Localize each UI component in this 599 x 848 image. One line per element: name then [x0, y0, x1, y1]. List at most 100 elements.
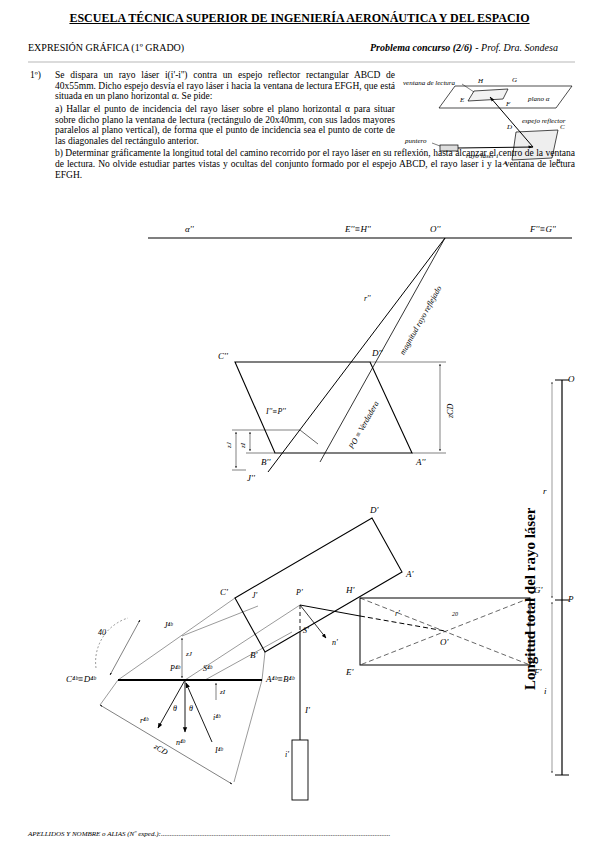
- drawing-stroke: [182, 606, 258, 636]
- drawing-stroke: [185, 605, 300, 680]
- drawing-label: H': [346, 585, 354, 595]
- drawing-stroke: [552, 602, 553, 773]
- drawing-stroke: [320, 238, 445, 462]
- length-scale: [552, 380, 569, 775]
- drawing-label: E''≡H'': [345, 224, 371, 234]
- drawing-stroke: [216, 683, 217, 700]
- drawing-label: plano α: [528, 95, 549, 103]
- drawing-label: r⁴ᵇ: [140, 716, 148, 725]
- drawing-label: n': [332, 638, 338, 647]
- drawing-label: r: [543, 486, 547, 496]
- drawing-label: I''≡P'': [266, 407, 286, 416]
- drawing-stroke: [118, 679, 262, 681]
- drawing-label: J': [252, 591, 257, 600]
- drawing-stroke: [182, 638, 183, 678]
- drawing-stroke: [235, 518, 402, 652]
- drawing-stroke: [468, 89, 508, 101]
- drawing-stroke: [360, 616, 445, 631]
- name-field: APELLIDOS Y NOMBRE o ALIAS (Nº exped.):.…: [28, 830, 390, 838]
- drawing-label: G: [512, 76, 517, 84]
- drawing-stroke: [300, 430, 318, 444]
- drawing-stroke: [412, 453, 446, 454]
- drawing-label: C⁴ᵇ≡D⁴ᵇ: [66, 674, 96, 684]
- drawing-label: S': [303, 626, 309, 635]
- drawing-label: B': [250, 650, 257, 660]
- drawing-stroke: [148, 237, 572, 238]
- drawing-label: zI: [220, 688, 225, 696]
- drawing-stroke: [158, 680, 185, 728]
- front-view: [148, 238, 572, 472]
- drawing-label: B: [556, 157, 560, 165]
- drawing-label: magnitud rayo reflejado: [398, 284, 444, 356]
- drawing-label: α'': [185, 224, 194, 234]
- drawing-label: J'': [247, 473, 255, 483]
- header-rule: [28, 62, 575, 63]
- drawing-stroke: [458, 147, 533, 148]
- drawing-stroke: [440, 364, 441, 451]
- drawing-stroke: [300, 605, 326, 638]
- drawing-label: H: [478, 77, 483, 85]
- drawing-label: C'': [218, 351, 228, 361]
- drawing-label: espejo reflector: [522, 117, 565, 125]
- drawing-stroke: [300, 605, 360, 616]
- drawing-stroke: [360, 598, 530, 665]
- drawing-stroke: [360, 598, 530, 665]
- drawing-label: i': [285, 750, 289, 759]
- statement-text: Se dispara un rayo láser i(i'-i'') contr…: [55, 70, 395, 102]
- drawing-stroke: [555, 775, 569, 776]
- drawing-label: θ: [189, 704, 193, 713]
- drawing-label: 20: [452, 611, 458, 618]
- drawing-label: E': [346, 667, 353, 677]
- drawing-stroke: [185, 680, 186, 732]
- drawing-stroke: [246, 453, 275, 454]
- drawing-label: E: [460, 96, 464, 104]
- drawing-stroke: [370, 362, 446, 363]
- drawing-stroke: [555, 600, 569, 601]
- drawing-stroke: [292, 740, 308, 800]
- drawing-stroke: [268, 238, 445, 472]
- drawing-stroke: [205, 632, 292, 680]
- drawing-label: θ: [173, 704, 177, 713]
- drawing-stroke: [235, 362, 412, 453]
- drawing-label: puntero: [405, 137, 427, 145]
- drawing-stroke: [250, 432, 251, 451]
- drawing-label: zJ: [186, 650, 192, 658]
- drawing-label: I': [305, 705, 310, 715]
- drawing-stroke: [236, 432, 237, 468]
- drawing-label: I⁴ᵇ: [215, 746, 223, 755]
- drawing-label: r': [395, 609, 400, 618]
- drawing-label: O: [568, 374, 575, 384]
- statement-text: Problema concurso (2/6): [370, 42, 472, 54]
- drawing-label: B'': [261, 457, 270, 467]
- drawing-stroke: [561, 380, 562, 775]
- drawing-label: A: [503, 159, 507, 167]
- drawing-label: D: [507, 123, 512, 131]
- drawing-label: 40: [98, 628, 106, 637]
- drawing-stroke: [100, 680, 118, 705]
- drawing-label: O': [440, 637, 448, 647]
- drawing-stroke: [300, 632, 301, 740]
- drawing-label: S⁴ᵇ: [203, 664, 212, 673]
- drawing-stroke: [262, 652, 265, 680]
- drawing-label: P': [296, 588, 303, 597]
- drawing-stroke: [555, 380, 569, 381]
- page-title: ESCUELA TÉCNICA SUPERIOR DE INGENIERÍA A…: [69, 12, 529, 26]
- drawing-label: n⁴ᵇ: [176, 738, 185, 747]
- drawing-label: A'': [416, 457, 425, 467]
- drawing-label: J⁴ᵇ: [164, 621, 172, 630]
- drawing-label: D': [370, 505, 378, 515]
- drawing-label: O'': [430, 224, 440, 234]
- drawing-label: i: [544, 686, 547, 696]
- drawing-stroke: [28, 62, 575, 63]
- drawing-label: zI: [239, 443, 247, 448]
- drawing-stroke: [118, 598, 235, 680]
- drawing-label: A': [406, 569, 413, 579]
- drawing-label: A⁴ᵇ≡B⁴ᵇ: [266, 674, 294, 684]
- statement-text: 1º): [30, 70, 41, 81]
- statement-text: a) Hallar el punto de incidencia del ray…: [55, 104, 395, 147]
- drawing-label: ventana de lectura: [403, 79, 455, 87]
- drawing-label: i⁴ᵇ: [213, 713, 220, 722]
- drawing-stroke: [232, 430, 300, 431]
- drawing-label: P⁴ᵇ: [170, 664, 180, 673]
